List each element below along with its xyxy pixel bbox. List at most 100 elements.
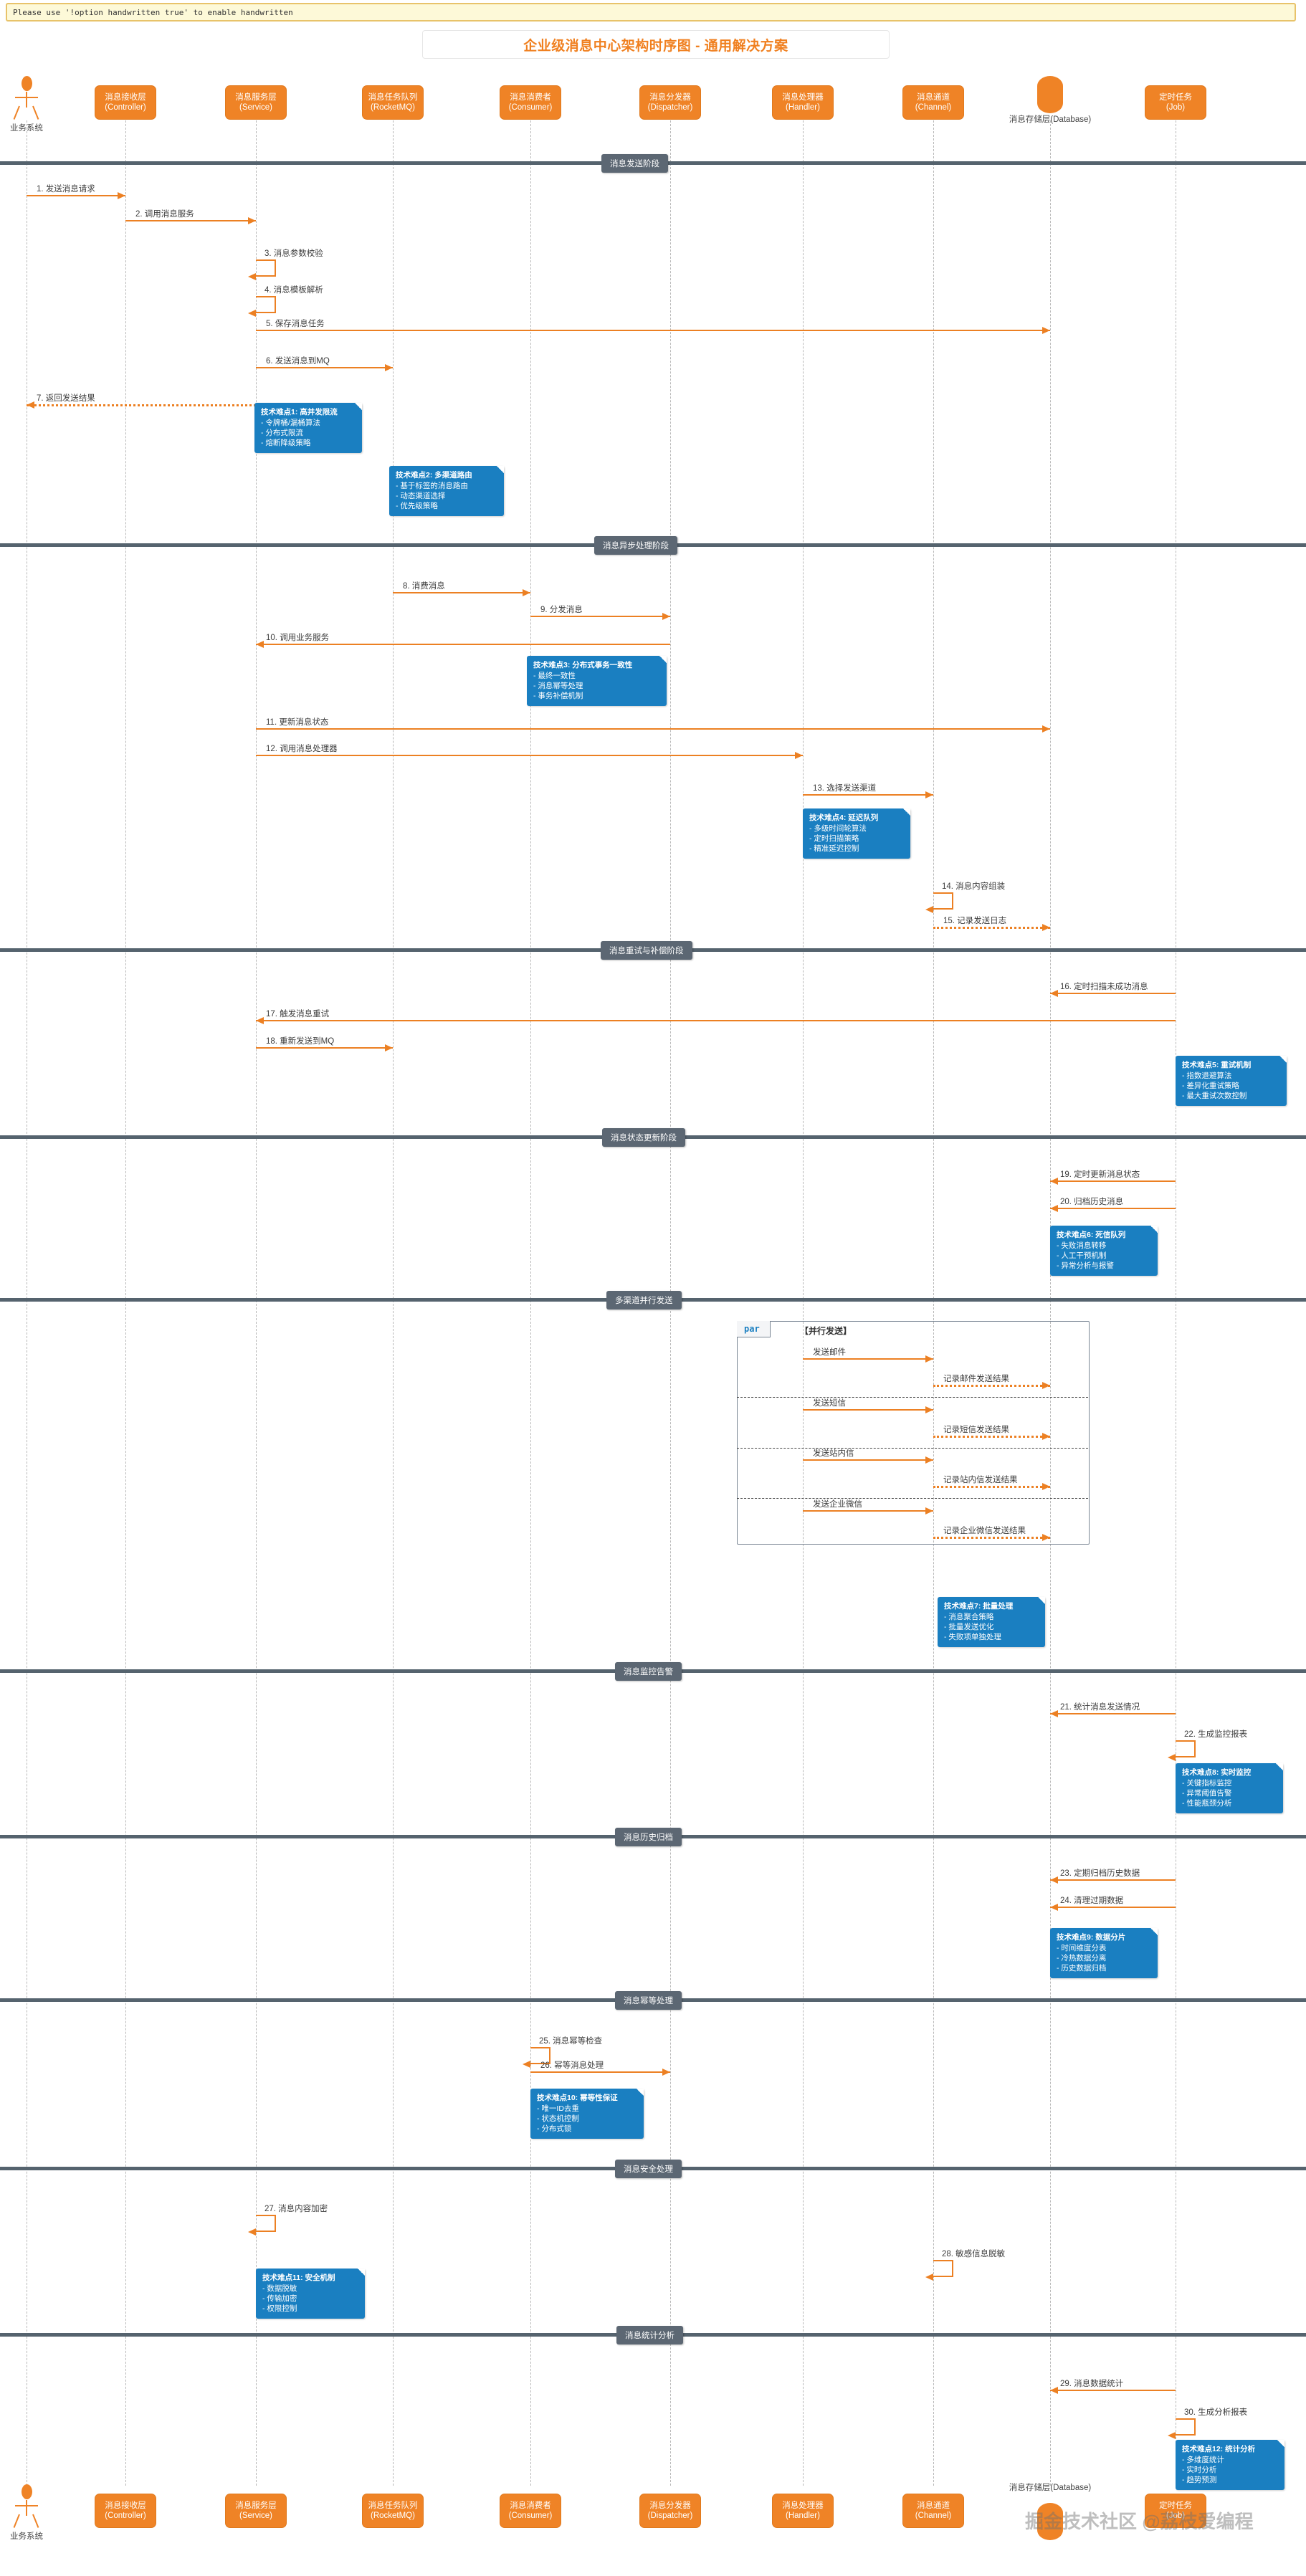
participant-label: 消息分发器 [649, 2501, 691, 2510]
par-message-7-label: 记录企业微信发送结果 [943, 1527, 1026, 1535]
message-4-self-loop [248, 296, 276, 317]
message-7-label: 7. 返回发送结果 [37, 394, 95, 403]
participant-consumer[interactable]: 消息消费者(Consumer) [500, 2494, 561, 2528]
participant-job[interactable]: 定时任务(Job) [1145, 85, 1206, 120]
participant-controller[interactable]: 消息接收层(Controller) [95, 2494, 156, 2528]
participant-handler[interactable]: 消息处理器(Handler) [772, 85, 834, 120]
participant-consumer[interactable]: 消息消费者(Consumer) [500, 85, 561, 120]
participant-label: 消息处理器 [782, 2501, 824, 2510]
lifeline-controller [125, 120, 126, 2486]
note-item: - 消息幂等处理 [533, 682, 583, 690]
participant-mq[interactable]: 消息任务队列(RocketMQ) [362, 85, 424, 120]
participant-sublabel: (Job) [1166, 103, 1186, 112]
note-title: 技术难点7: 批量处理 [944, 1602, 1014, 1611]
participant-sublabel: (Dispatcher) [647, 2511, 693, 2520]
note-item: - 性能瓶颈分析 [1182, 1799, 1232, 1808]
note-item: - 传输加密 [262, 2294, 297, 2303]
section-label-4: 多渠道并行发送 [606, 1291, 682, 1310]
note-item: - 多级时间轮算法 [809, 824, 867, 833]
message-1-line [27, 195, 125, 196]
section-label-0: 消息发送阶段 [601, 154, 668, 173]
participant-service[interactable]: 消息服务层(Service) [225, 85, 287, 120]
message-2-arrowhead [248, 217, 256, 224]
message-29-arrowhead [1050, 2387, 1058, 2394]
participant-controller[interactable]: 消息接收层(Controller) [95, 85, 156, 120]
note-item: - 实时分析 [1182, 2466, 1217, 2474]
actor-body-icon [10, 2500, 43, 2529]
participant-sublabel: (Service) [239, 2511, 272, 2520]
message-9-arrowhead [662, 613, 670, 620]
participant-job[interactable]: 定时任务(Job) [1145, 2494, 1206, 2528]
participant-sublabel: (Consumer) [508, 2511, 553, 2520]
lifeline-channel [933, 120, 934, 2486]
note-item: - 失败项单独处理 [944, 1633, 1001, 1641]
handwritten-option-banner: Please use '!option handwritten true' to… [6, 3, 1296, 22]
message-6-line [256, 367, 393, 368]
message-14-self-loop [925, 892, 953, 913]
message-16-arrowhead [1050, 990, 1058, 997]
participant-sublabel: (Controller) [105, 2511, 146, 2520]
section-label-8: 消息安全处理 [615, 2160, 682, 2178]
message-27-label: 27. 消息内容加密 [264, 2205, 328, 2213]
lifeline-service [256, 120, 257, 2486]
message-6-arrowhead [385, 364, 393, 371]
message-24-line [1050, 1907, 1176, 1908]
message-6-label: 6. 发送消息到MQ [266, 357, 330, 366]
participant-label: 消息消费者 [510, 2501, 551, 2510]
message-28-label: 28. 敏感信息脱敏 [942, 2250, 1006, 2258]
note-fold-corner-icon [637, 2089, 644, 2096]
note-title: 技术难点10: 幂等性保证 [537, 2094, 618, 2102]
message-23-label: 23. 定期归档历史数据 [1060, 1869, 1140, 1878]
section-label-1: 消息异步处理阶段 [594, 536, 677, 555]
participant-dispatcher[interactable]: 消息分发器(Dispatcher) [639, 85, 701, 120]
participant-service[interactable]: 消息服务层(Service) [225, 2494, 287, 2528]
par-message-2-line [803, 1409, 933, 1411]
note-item: - 人工干预机制 [1057, 1251, 1107, 1260]
participant-sublabel: (Channel) [915, 2511, 952, 2520]
par-fragment-condition: 【并行发送】 [800, 1326, 852, 1336]
message-12-label: 12. 调用消息处理器 [266, 745, 338, 753]
participant-sublabel: (Handler) [786, 103, 820, 112]
par-message-1-arrowhead [1042, 1382, 1050, 1389]
note-item: - 熔断降级策略 [261, 439, 311, 447]
lifeline-handler [803, 120, 804, 2486]
par-message-4-line [803, 1459, 933, 1461]
message-24-arrowhead [1050, 1904, 1058, 1911]
par-fragment-separator-2 [737, 1498, 1088, 1499]
participant-label: 消息任务队列 [368, 2501, 418, 2510]
message-10-line [256, 644, 670, 645]
participant-label-database: 消息存储层(Database) [1009, 2484, 1092, 2492]
message-3-self-loop [248, 259, 276, 280]
participant-label: 定时任务 [1159, 93, 1192, 102]
message-5-label: 5. 保存消息任务 [266, 320, 325, 328]
message-20-label: 20. 归档历史消息 [1060, 1198, 1124, 1206]
par-message-3-line [933, 1436, 1050, 1438]
note-12: 技术难点12: 统计分析- 多维度统计- 实时分析- 趋势预测 [1176, 2440, 1284, 2490]
participant-label: 消息服务层 [235, 93, 277, 102]
message-17-label: 17. 触发消息重试 [266, 1010, 330, 1019]
par-message-4-arrowhead [925, 1456, 933, 1464]
message-27-self-loop [248, 2215, 276, 2236]
participant-label: 消息分发器 [649, 93, 691, 102]
participant-label: 消息通道 [917, 93, 950, 102]
note-title: 技术难点12: 统计分析 [1182, 2445, 1256, 2453]
participant-dispatcher[interactable]: 消息分发器(Dispatcher) [639, 2494, 701, 2528]
message-10-label: 10. 调用业务服务 [266, 634, 330, 642]
actor-body-icon [10, 92, 43, 120]
note-title: 技术难点2: 多渠道路由 [396, 471, 472, 480]
message-20-arrowhead [1050, 1205, 1058, 1212]
participant-channel[interactable]: 消息通道(Channel) [902, 85, 964, 120]
message-1-label: 1. 发送消息请求 [37, 185, 95, 194]
note-fold-corner-icon [1038, 1597, 1045, 1604]
lifeline-mq [393, 120, 394, 2486]
note-title: 技术难点3: 分布式事务一致性 [533, 661, 633, 669]
message-18-arrowhead [385, 1044, 393, 1051]
note-fold-corner-icon [659, 656, 667, 663]
note-title: 技术难点11: 安全机制 [262, 2274, 335, 2282]
participant-mq[interactable]: 消息任务队列(RocketMQ) [362, 2494, 424, 2528]
participant-handler[interactable]: 消息处理器(Handler) [772, 2494, 834, 2528]
note-item: - 批量发送优化 [944, 1623, 994, 1631]
participant-channel[interactable]: 消息通道(Channel) [902, 2494, 964, 2528]
note-item: - 精准延迟控制 [809, 844, 859, 853]
participant-sublabel: (Channel) [915, 103, 952, 112]
